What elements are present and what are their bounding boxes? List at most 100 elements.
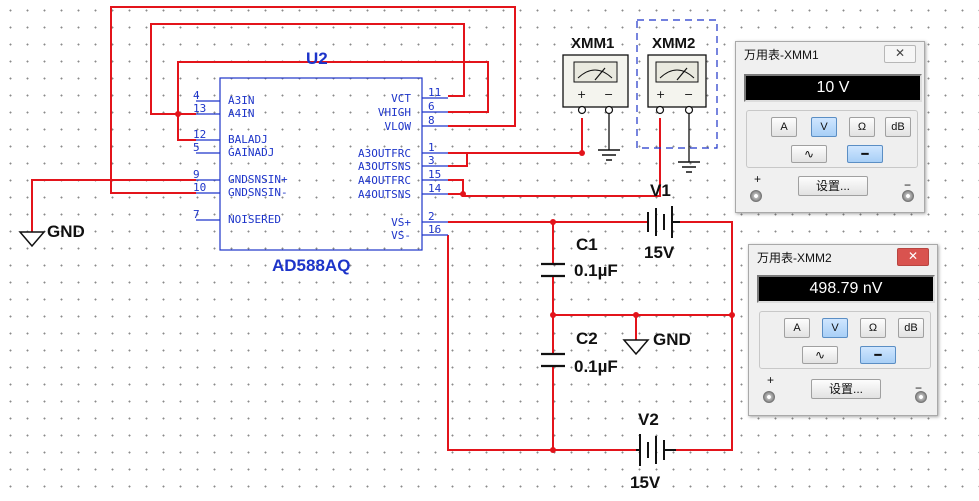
window-title: 万用表-XMM1 xyxy=(744,48,819,62)
pin-name: GNDSNSIN+ xyxy=(228,173,288,186)
gnd-label: GND xyxy=(653,330,691,349)
dc-line-icon: ━ xyxy=(861,147,869,161)
pin-name: VS- xyxy=(391,229,411,242)
pin-name: A4OUTSNS xyxy=(358,188,411,201)
capacitor-c2[interactable]: C2 0.1µF xyxy=(541,329,618,376)
pin-num: 15 xyxy=(428,168,441,181)
minus-terminal-label: − xyxy=(904,178,912,192)
multimeter-window-xmm2[interactable]: 万用表-XMM2 ✕ 498.79 nV A V Ω dB ∿ ━ + − 设置… xyxy=(748,244,938,416)
sine-icon: ∿ xyxy=(803,147,815,161)
pin-num: 13 xyxy=(193,102,206,115)
mode-db-button[interactable]: dB xyxy=(885,117,911,137)
close-button[interactable]: ✕ xyxy=(897,248,929,266)
ac-wave-button[interactable]: ∿ xyxy=(802,346,838,364)
reading-display: 10 V xyxy=(744,74,922,102)
pin-name: A4IN xyxy=(228,107,255,120)
pin-num: 6 xyxy=(428,100,435,113)
mode-ohm-button[interactable]: Ω xyxy=(860,318,886,338)
c2-value: 0.1µF xyxy=(574,357,618,376)
pin-num: 1 xyxy=(428,141,435,154)
multimeter-xmm2-symbol[interactable]: XMM2 + − xyxy=(636,19,718,173)
c1-value: 0.1µF xyxy=(574,261,618,280)
pin-num: 8 xyxy=(428,114,435,127)
settings-button[interactable]: 设置... xyxy=(811,379,881,399)
mode-amp-button[interactable]: A xyxy=(784,318,810,338)
gnd-label: GND xyxy=(47,222,85,241)
c2-ref: C2 xyxy=(576,329,598,348)
pin-name: GNDSNSIN- xyxy=(228,186,288,199)
reading-display: 498.79 nV xyxy=(757,275,935,303)
v1-value: 15V xyxy=(644,243,675,262)
multimeter-xmm1-symbol[interactable]: XMM1 + − xyxy=(562,35,629,161)
v1-ref: V1 xyxy=(650,181,671,200)
pin-num: 5 xyxy=(193,141,200,154)
plus-terminal-label: + xyxy=(767,373,775,387)
minus-jack-icon[interactable] xyxy=(902,190,914,202)
close-button[interactable]: ✕ xyxy=(884,45,916,63)
pin-name: VCT xyxy=(391,92,411,105)
xmm1-plus: + xyxy=(577,88,586,101)
pin-num: 4 xyxy=(193,89,200,102)
dc-wave-button[interactable]: ━ xyxy=(847,145,883,163)
pin-name: A3OUTFRC xyxy=(358,147,411,160)
xmm1-label: XMM1 xyxy=(571,35,614,52)
pin-name: NOISERED xyxy=(228,213,281,226)
multimeter-window-xmm1[interactable]: 万用表-XMM1 ✕ 10 V A V Ω dB ∿ ━ + − 设置... xyxy=(735,41,925,213)
pin-name: A3OUTSNS xyxy=(358,160,411,173)
component-ref: U2 xyxy=(306,49,328,68)
xmm1-minus-terminal[interactable] xyxy=(604,105,614,115)
v2-ref: V2 xyxy=(638,410,659,429)
mode-db-button[interactable]: dB xyxy=(898,318,924,338)
mode-amp-button[interactable]: A xyxy=(771,117,797,137)
ground-symbol-left[interactable]: GND xyxy=(18,222,85,248)
pin-num: 11 xyxy=(428,86,441,99)
plus-jack-icon[interactable] xyxy=(763,391,775,403)
ic-ad588aq[interactable]: 4 A3IN 13 A4IN 12 BALADJ 5 GAINADJ 9 GND… xyxy=(193,49,448,275)
pin-num: 7 xyxy=(193,208,200,221)
component-part: AD588AQ xyxy=(272,256,350,275)
mode-panel: A V Ω dB ∿ ━ xyxy=(746,110,918,168)
dc-line-icon: ━ xyxy=(874,348,882,362)
xmm1-plus-terminal[interactable] xyxy=(577,105,587,115)
minus-terminal-label: − xyxy=(915,381,923,395)
mode-volt-button[interactable]: V xyxy=(811,117,837,137)
junction-dots xyxy=(175,111,735,453)
pin-name: A4OUTFRC xyxy=(358,174,411,187)
ac-wave-button[interactable]: ∿ xyxy=(791,145,827,163)
pin-name: VHIGH xyxy=(378,106,411,119)
ground-symbol-mid[interactable]: GND xyxy=(622,330,691,356)
mode-ohm-button[interactable]: Ω xyxy=(849,117,875,137)
battery-v1[interactable]: V1 15V xyxy=(644,181,680,262)
pin-name: VLOW xyxy=(385,120,412,133)
pin-name: GAINADJ xyxy=(228,146,274,159)
xmm1-minus: − xyxy=(604,88,613,101)
c1-ref: C1 xyxy=(576,235,598,254)
mode-volt-button[interactable]: V xyxy=(822,318,848,338)
pin-num: 9 xyxy=(193,168,200,181)
pin-num: 12 xyxy=(193,128,206,141)
pin-num: 16 xyxy=(428,223,441,236)
plus-terminal-label: + xyxy=(754,172,762,186)
capacitor-c1[interactable]: C1 0.1µF xyxy=(541,235,618,280)
mode-panel: A V Ω dB ∿ ━ xyxy=(759,311,931,369)
sine-icon: ∿ xyxy=(814,348,826,362)
battery-v2[interactable]: V2 15V xyxy=(630,410,676,492)
plus-jack-icon[interactable] xyxy=(750,190,762,202)
dc-wave-button[interactable]: ━ xyxy=(860,346,896,364)
pin-num: 14 xyxy=(428,182,442,195)
pin-num: 2 xyxy=(428,210,435,223)
pin-name: VS+ xyxy=(391,216,411,229)
v2-value: 15V xyxy=(630,473,661,492)
xmm2-plus-terminal[interactable] xyxy=(655,105,665,115)
pin-num: 10 xyxy=(193,181,206,194)
xmm2-minus: − xyxy=(684,88,693,101)
pin-name: A3IN xyxy=(228,94,255,107)
settings-button[interactable]: 设置... xyxy=(798,176,868,196)
minus-jack-icon[interactable] xyxy=(915,391,927,403)
xmm2-minus-terminal[interactable] xyxy=(684,105,694,115)
xmm2-plus: + xyxy=(656,88,665,101)
pin-num: 3 xyxy=(428,154,435,167)
pin-name: BALADJ xyxy=(228,133,268,146)
window-title: 万用表-XMM2 xyxy=(757,251,832,265)
